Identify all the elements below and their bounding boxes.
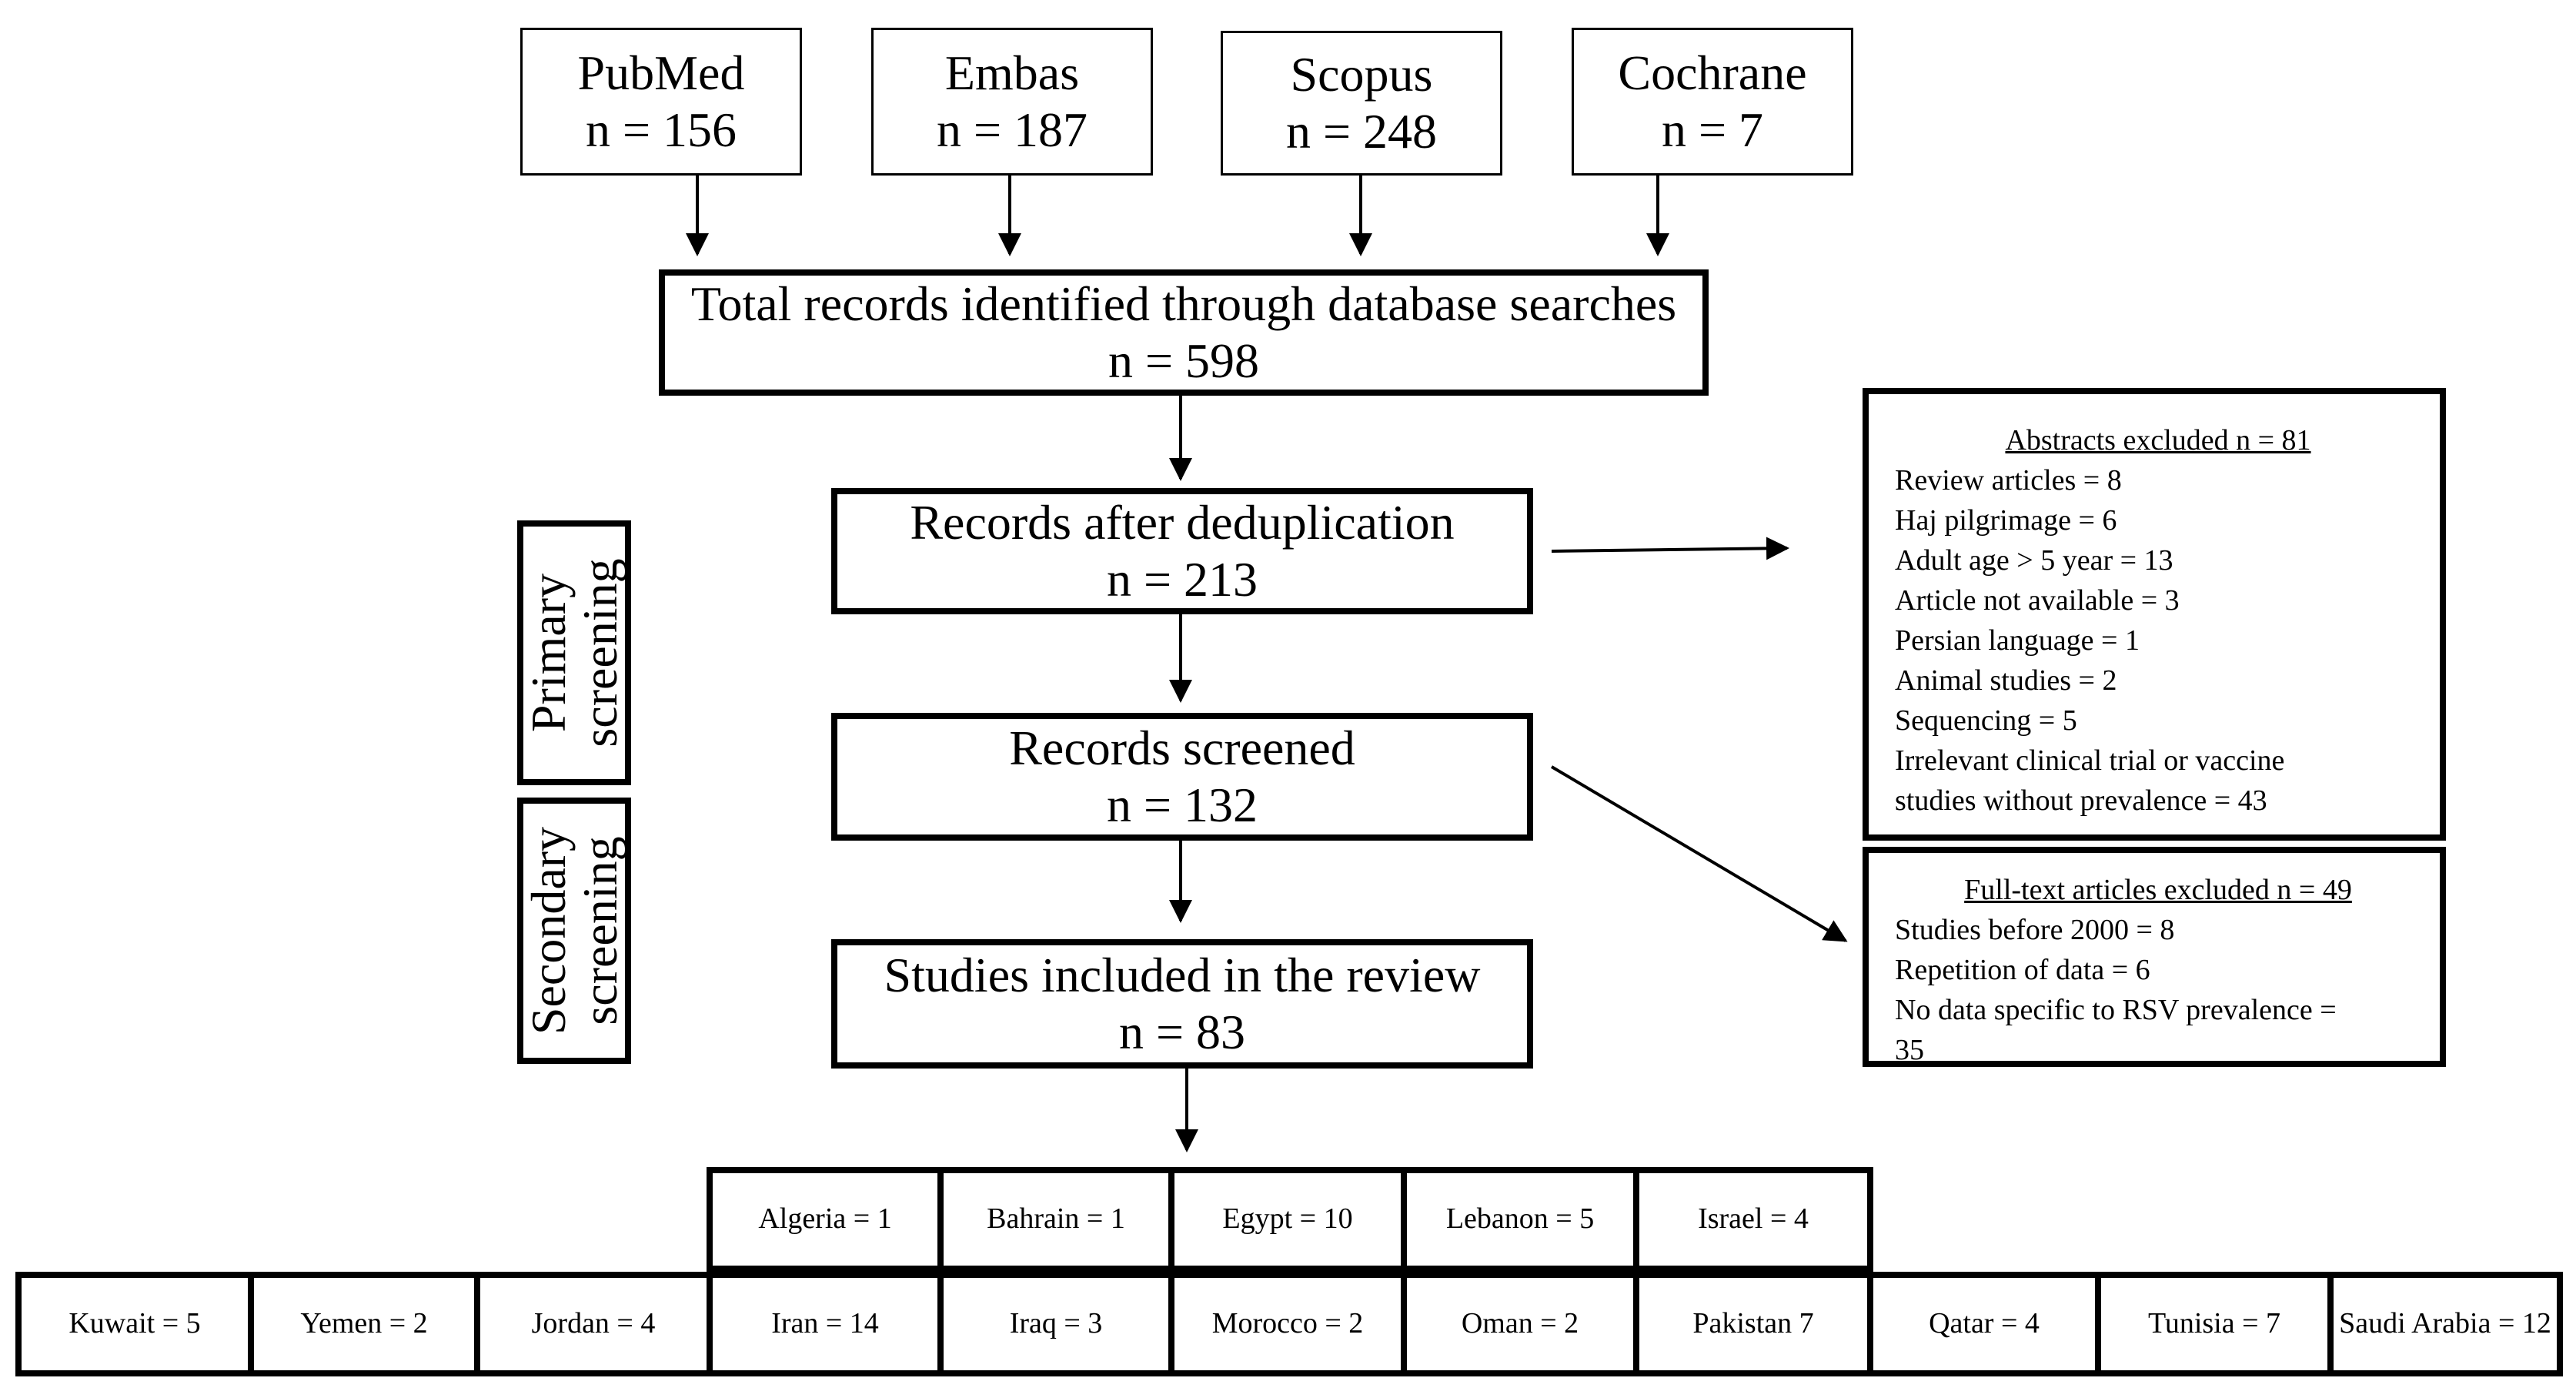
- source-box-scopus: Scopus n = 248: [1221, 31, 1502, 176]
- included-studies-box: Studies included in the review n = 83: [831, 939, 1533, 1069]
- source-name: PubMed: [577, 45, 745, 101]
- exclusion-item: 35: [1895, 1034, 1924, 1066]
- exclusion-item: Article not available = 3: [1895, 584, 2180, 617]
- exclusion-item: Animal studies = 2: [1895, 664, 2117, 697]
- country-cell: Israel = 4: [1633, 1167, 1873, 1272]
- country-cell: Yemen = 2: [248, 1272, 480, 1376]
- country-cell: Morocco = 2: [1168, 1272, 1407, 1376]
- included-studies-label: Studies included in the review: [884, 948, 1481, 1003]
- source-box-embas: Embas n = 187: [871, 28, 1153, 176]
- source-count: n = 248: [1285, 104, 1438, 159]
- exclusion-item: Studies before 2000 = 8: [1895, 914, 2175, 946]
- exclusion-item: No data specific to RSV prevalence =: [1895, 994, 2337, 1026]
- exclusion-item: Adult age > 5 year = 13: [1895, 544, 2173, 577]
- source-count: n = 7: [1661, 102, 1764, 157]
- source-name: Cochrane: [1618, 45, 1807, 101]
- exclusion-item: Irrelevant clinical trial or vaccine: [1895, 744, 2285, 777]
- dedup-records-label: Records after deduplication: [910, 495, 1455, 550]
- screened-records-box: Records screened n = 132: [831, 713, 1533, 841]
- arrow-screened-to-fulltext-excluded: [1550, 765, 1848, 942]
- country-cell: Saudi Arabia = 12: [2327, 1272, 2563, 1376]
- total-records-box: Total records identified through databas…: [659, 269, 1709, 396]
- exclusion-item: Haj pilgrimage = 6: [1895, 504, 2117, 537]
- country-cell: Tunisia = 7: [2095, 1272, 2334, 1376]
- country-cell: Kuwait = 5: [15, 1272, 254, 1376]
- abstracts-excluded-header: Abstracts excluded n = 81: [2005, 424, 2311, 457]
- arrow-dedup-to-abstracts-excluded: [1551, 537, 1789, 560]
- dedup-records-count: n = 213: [1106, 552, 1258, 607]
- abstracts-excluded-box: Abstracts excluded n = 81 Review article…: [1863, 388, 2446, 841]
- source-box-cochrane: Cochrane n = 7: [1572, 28, 1853, 176]
- exclusion-item: Sequencing = 5: [1895, 704, 2077, 737]
- source-box-pubmed: PubMed n = 156: [520, 28, 802, 176]
- total-records-label: Total records identified through databas…: [690, 276, 1677, 332]
- secondary-screening-label-box: Secondary screening: [517, 798, 631, 1064]
- country-cell: Oman = 2: [1401, 1272, 1639, 1376]
- primary-screening-label-box: Primary screening: [517, 520, 631, 785]
- country-cell: Bahrain = 1: [937, 1167, 1174, 1272]
- country-cell: Jordan = 4: [474, 1272, 713, 1376]
- exclusion-item: studies without prevalence = 43: [1895, 784, 2267, 817]
- country-cell: Algeria = 1: [707, 1167, 944, 1272]
- fulltext-excluded-box: Full-text articles excluded n = 49 Studi…: [1863, 847, 2446, 1067]
- screened-records-label: Records screened: [1009, 721, 1355, 776]
- country-cell: Iran = 14: [707, 1272, 944, 1376]
- total-records-count: n = 598: [1108, 333, 1260, 388]
- source-name: Embas: [944, 45, 1080, 101]
- country-cell: Iraq = 3: [937, 1272, 1174, 1376]
- fulltext-excluded-header: Full-text articles excluded n = 49: [1964, 874, 2352, 906]
- country-cell: Pakistan 7: [1633, 1272, 1873, 1376]
- country-cell: Lebanon = 5: [1401, 1167, 1639, 1272]
- primary-screening-label: Primary screening: [520, 558, 627, 747]
- country-cell: Egypt = 10: [1168, 1167, 1407, 1272]
- exclusion-item: Repetition of data = 6: [1895, 954, 2150, 986]
- country-cell: Qatar = 4: [1867, 1272, 2101, 1376]
- screened-records-count: n = 132: [1106, 778, 1258, 832]
- exclusion-item: Review articles = 8: [1895, 464, 2122, 497]
- exclusion-item: Persian language = 1: [1895, 624, 2140, 657]
- secondary-screening-label: Secondary screening: [520, 826, 627, 1035]
- included-studies-count: n = 83: [1118, 1005, 1246, 1059]
- dedup-records-box: Records after deduplication n = 213: [831, 488, 1533, 614]
- source-count: n = 187: [936, 102, 1088, 157]
- source-name: Scopus: [1290, 47, 1433, 102]
- source-count: n = 156: [585, 102, 737, 157]
